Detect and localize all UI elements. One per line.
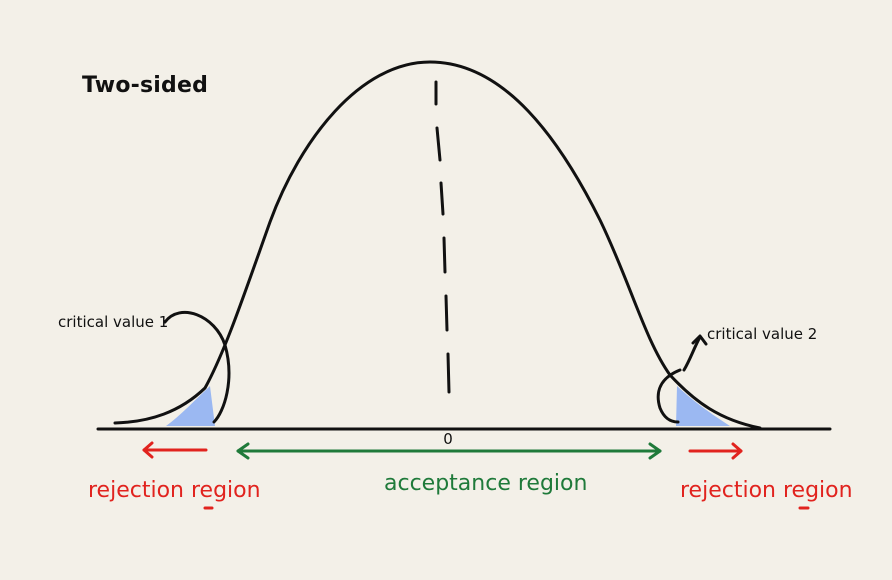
left-tail-shade [166, 386, 215, 426]
arrowhead-icon [691, 334, 708, 346]
left-rejection-arrow [142, 441, 208, 459]
mean-label: 0 [443, 430, 453, 448]
critical-value-2-pointer [682, 335, 702, 372]
rejection-region-right-label: rejection region [680, 478, 853, 503]
right-rejection-arrow [688, 442, 743, 460]
acceptance-arrow [236, 442, 662, 460]
bell-curve [113, 60, 762, 430]
right-tail-shade [676, 386, 730, 426]
acceptance-region-label: acceptance region [384, 471, 587, 496]
critical-value-1-loop [163, 310, 231, 424]
critical-value-1-label: critical value 1 [58, 313, 168, 331]
rejection-region-left-label: rejection region [88, 478, 261, 503]
center-dashed-line [434, 80, 451, 394]
diagram-title: Two-sided [82, 73, 208, 98]
critical-value-2-loop [656, 368, 682, 424]
critical-value-2-label: critical value 2 [707, 325, 817, 343]
